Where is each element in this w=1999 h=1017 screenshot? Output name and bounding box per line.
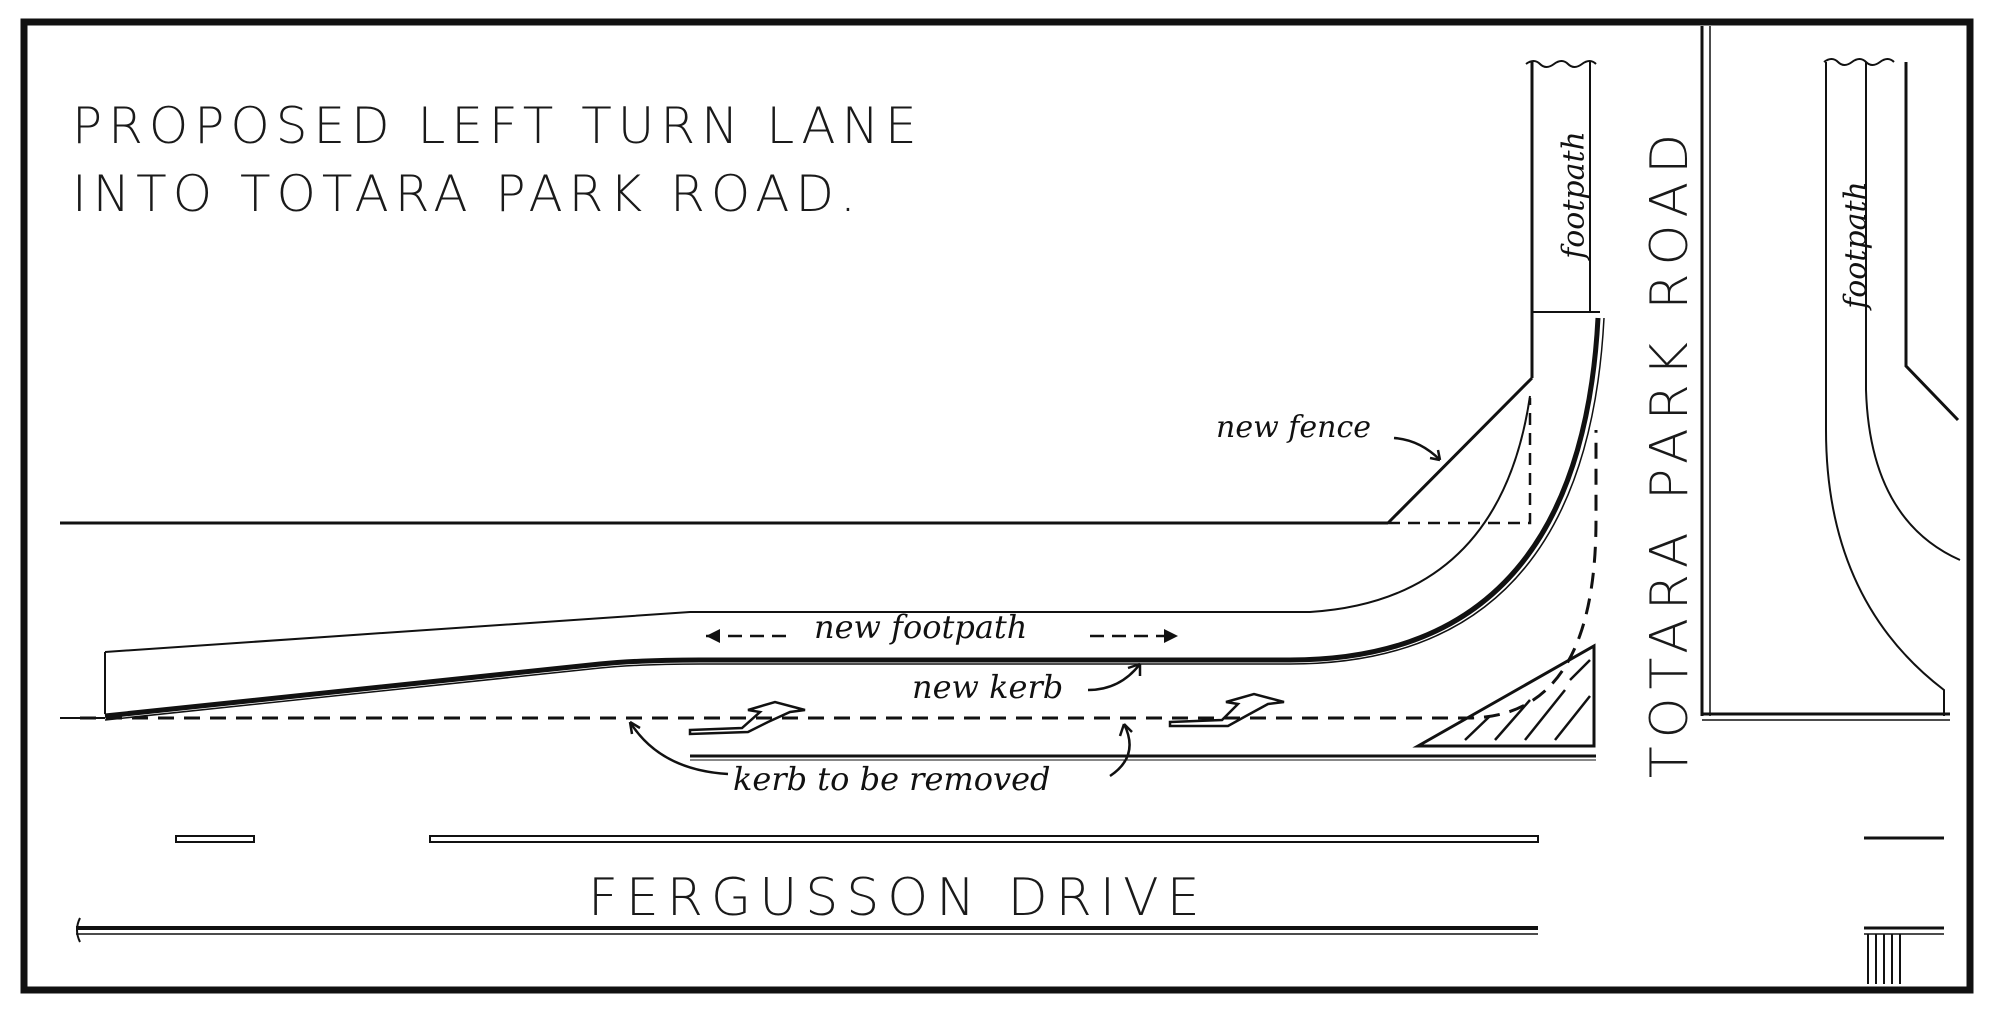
footpath-break-mark-right xyxy=(1823,58,1895,66)
road-name-totara-park-road: TOTARA PARK ROAD xyxy=(1640,125,1700,779)
new-fence-line xyxy=(1386,376,1534,525)
kerb-to-remove xyxy=(80,430,1598,720)
label-kerb-to-be-removed: kerb to be removed xyxy=(733,760,1051,798)
new-kerb-line-inner xyxy=(104,317,1605,721)
title-line-1: PROPOSED LEFT TURN LANE xyxy=(72,97,923,155)
label-new-fence: new fence xyxy=(1216,410,1372,445)
centre-line-dash-2 xyxy=(429,835,1539,843)
totara-fence-right xyxy=(1904,62,1960,422)
footpath-break-mark xyxy=(1525,60,1597,68)
kerb-leader xyxy=(1087,663,1141,692)
turn-arrow-2 xyxy=(1168,692,1285,728)
remove-leader-right xyxy=(1109,723,1131,778)
label-new-kerb: new kerb xyxy=(912,668,1064,706)
drawing-border xyxy=(20,18,1974,994)
remove-leader-left xyxy=(628,721,729,776)
old-boundary-dashed xyxy=(1388,398,1532,525)
new-footpath-back-edge xyxy=(104,395,1531,653)
new-kerb-line xyxy=(104,317,1601,719)
drain-grate xyxy=(1867,934,1901,984)
fence-leader xyxy=(1393,436,1441,461)
road-name-fergusson-drive: FERGUSSON DRIVE xyxy=(588,868,1208,928)
label-footpath-left: footpath xyxy=(1556,131,1592,259)
turn-arrow-1 xyxy=(688,700,806,736)
far-kerb-break xyxy=(76,917,81,943)
label-footpath-right: footpath xyxy=(1838,181,1874,309)
totara-kerb-curve xyxy=(1865,62,1961,561)
totara-kerb-right xyxy=(1825,62,1945,716)
centre-line-dash-1 xyxy=(175,835,255,843)
drawing-title: PROPOSED LEFT TURN LANE INTO TOTARA PARK… xyxy=(72,92,1052,228)
label-new-footpath: new footpath xyxy=(814,608,1028,646)
hatched-island xyxy=(1412,643,1596,748)
island-hatching xyxy=(1464,659,1591,741)
title-line-2: INTO TOTARA PARK ROAD. xyxy=(72,165,862,223)
